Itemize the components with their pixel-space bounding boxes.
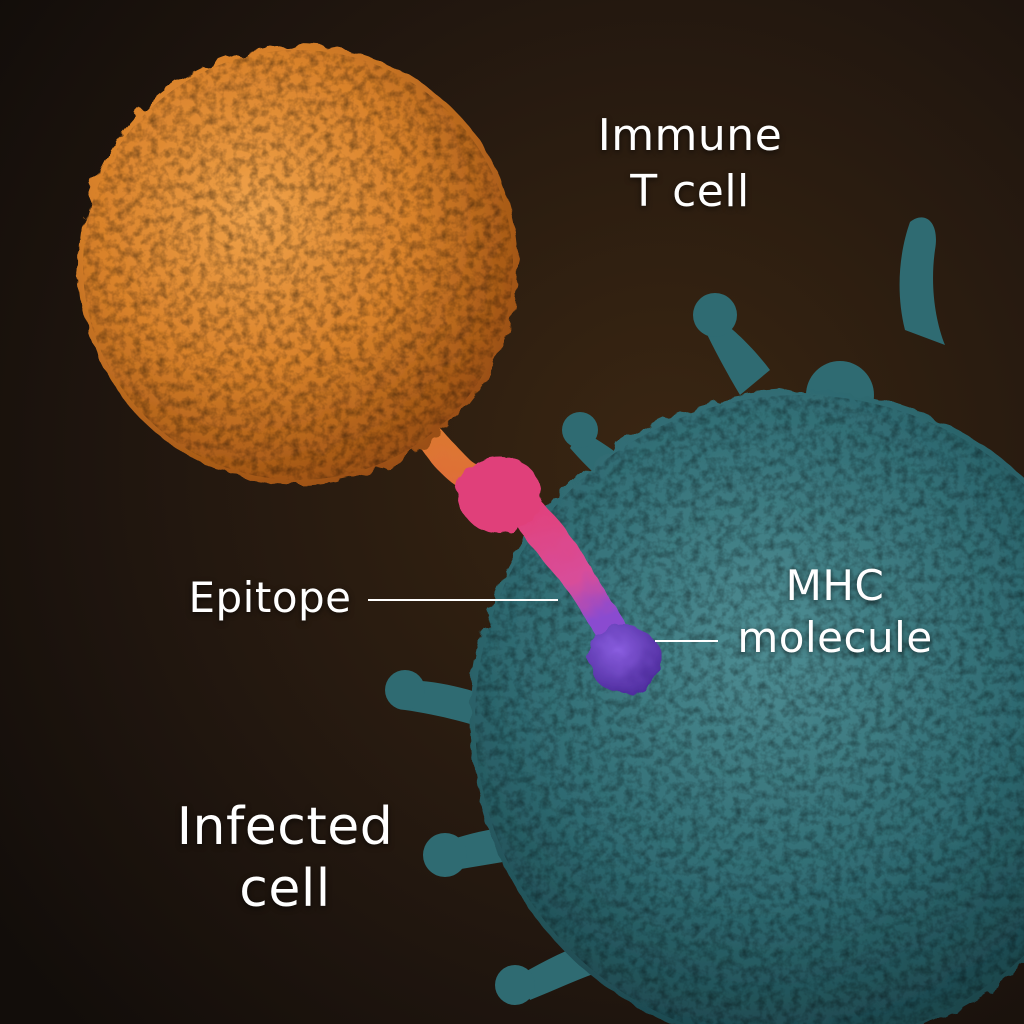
label-infected-line-2: cell <box>239 859 331 919</box>
label-mhc-line-2: molecule <box>737 613 933 662</box>
infected-cell-texture <box>475 395 1024 1024</box>
label-infected-line-1: Infected <box>176 797 394 857</box>
label-immune-line-2: T cell <box>630 166 750 217</box>
t-cell <box>78 45 518 505</box>
infected-cell <box>385 217 1024 1024</box>
mhc-molecule-knob <box>589 626 661 694</box>
label-infected-cell: Infected cell <box>150 796 420 920</box>
label-immune-t-cell: Immune T cell <box>560 108 820 220</box>
epitope-stem <box>500 495 630 640</box>
receptor-knob <box>458 457 542 533</box>
label-immune-line-1: Immune <box>597 110 783 161</box>
label-mhc-line-1: MHC <box>785 561 885 610</box>
t-cell-texture <box>83 50 513 480</box>
epitope-link <box>458 457 661 694</box>
label-epitope: Epitope <box>188 573 352 622</box>
label-mhc-molecule: MHC molecule <box>720 560 950 664</box>
